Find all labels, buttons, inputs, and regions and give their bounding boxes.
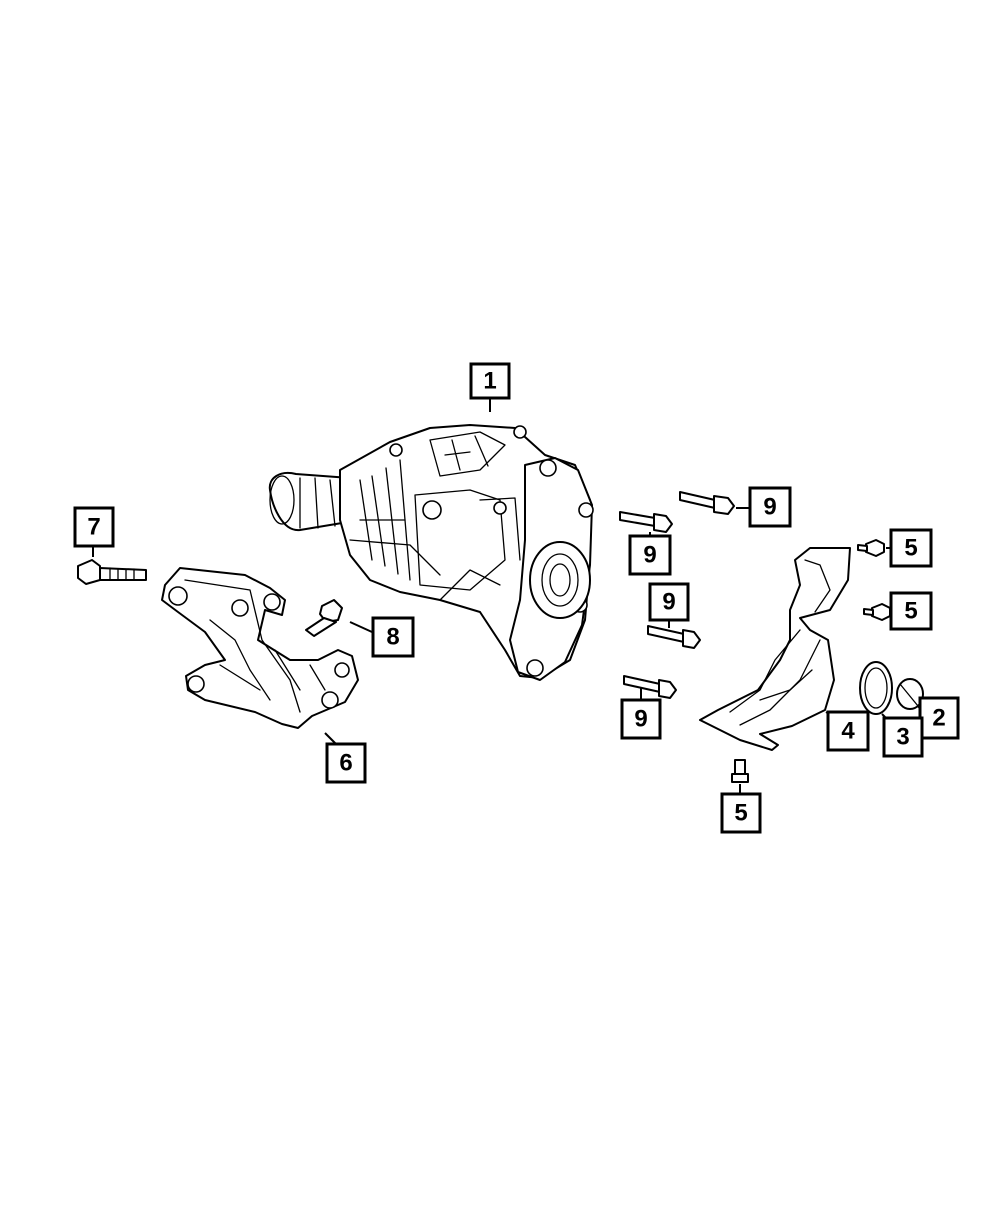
part-7-bolt xyxy=(77,559,147,585)
svg-text:5: 5 xyxy=(904,598,917,625)
svg-text:6: 6 xyxy=(339,750,352,777)
part-5-screw-a xyxy=(857,539,885,557)
svg-text:1: 1 xyxy=(483,368,496,395)
callout-9d: 9 xyxy=(620,698,662,740)
svg-text:2: 2 xyxy=(932,705,945,732)
callout-2: 2 xyxy=(918,696,960,740)
callout-3: 3 xyxy=(882,716,924,758)
part-1-differential-housing xyxy=(268,424,594,681)
callout-7: 7 xyxy=(73,506,115,548)
svg-text:7: 7 xyxy=(87,514,100,541)
svg-text:9: 9 xyxy=(634,706,647,733)
svg-text:8: 8 xyxy=(386,624,399,651)
callout-5c: 5 xyxy=(720,792,762,834)
svg-text:9: 9 xyxy=(662,589,675,616)
callout-8: 8 xyxy=(371,616,415,658)
part-9-bolt-d xyxy=(623,675,677,699)
callout-4: 4 xyxy=(826,710,870,752)
callout-9a: 9 xyxy=(748,486,792,528)
callout-9c: 9 xyxy=(648,582,690,622)
callout-6: 6 xyxy=(325,742,367,784)
callout-5b: 5 xyxy=(889,591,933,631)
part-9-bolt-b xyxy=(619,511,673,533)
part-6-mounting-bracket xyxy=(161,567,359,729)
part-3-seal xyxy=(859,661,893,715)
part-9-bolt-a xyxy=(679,491,735,515)
svg-text:4: 4 xyxy=(841,718,855,745)
part-9-bolt-c xyxy=(647,625,701,649)
part-5-screw-c xyxy=(731,759,749,783)
part-2-cap xyxy=(896,678,924,710)
part-4-heat-shield xyxy=(699,547,851,751)
callout-1: 1 xyxy=(469,362,511,400)
callout-9b: 9 xyxy=(628,534,672,576)
part-8-bolt xyxy=(305,599,343,637)
svg-text:3: 3 xyxy=(896,724,909,751)
leader-8 xyxy=(349,621,373,633)
svg-text:9: 9 xyxy=(763,494,776,521)
part-5-screw-b xyxy=(863,603,891,621)
svg-text:5: 5 xyxy=(734,800,747,827)
svg-text:9: 9 xyxy=(643,542,656,569)
callout-5a: 5 xyxy=(889,528,933,568)
svg-text:5: 5 xyxy=(904,535,917,562)
